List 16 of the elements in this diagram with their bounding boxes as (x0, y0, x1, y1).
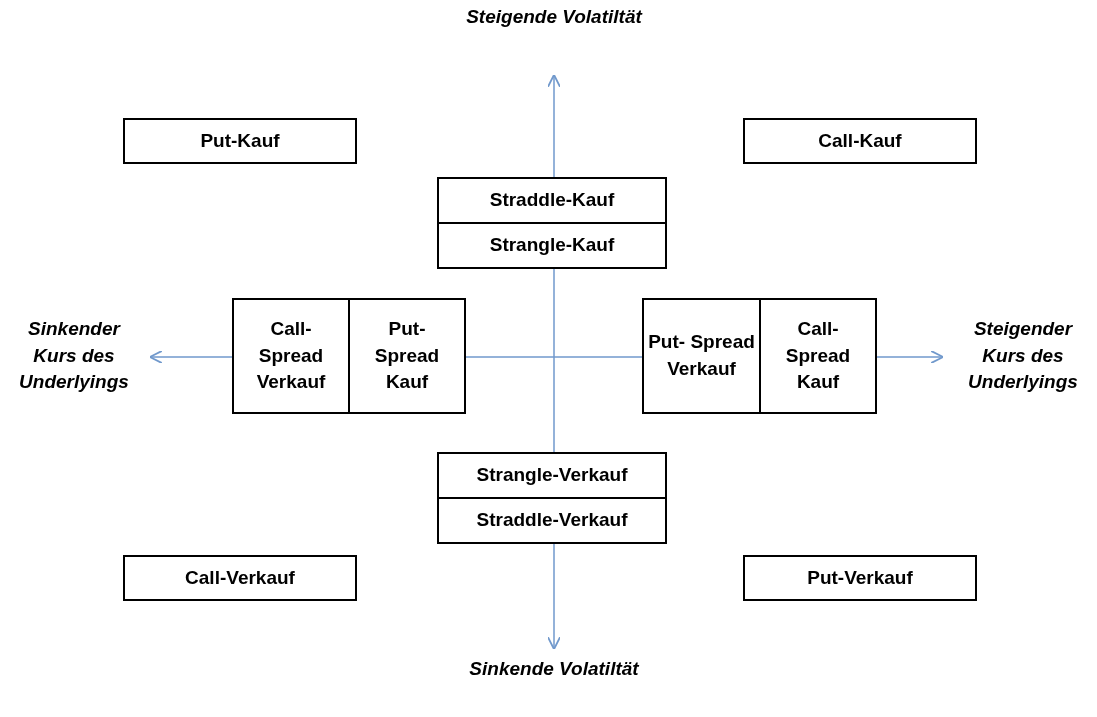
axis-label: Steigender Kurs des Underlyings (967, 317, 1079, 395)
strategy-box: Strangle-Kauf (437, 222, 667, 269)
strategy-box: Straddle-Kauf (437, 177, 667, 224)
strategy-box: Put-Kauf (123, 118, 357, 164)
strategy-box: Call-Kauf (743, 118, 977, 164)
strategy-box: Put- Spread Verkauf (642, 298, 761, 414)
strategy-box: Put- Spread Kauf (348, 298, 466, 414)
strategy-box: Call- Spread Verkauf (232, 298, 350, 414)
axis-label: Steigende Volatiltät (465, 5, 644, 29)
axis-label: Sinkender Kurs des Underlyings (18, 317, 130, 395)
strategy-box: Call-Verkauf (123, 555, 357, 601)
strategy-box: Put-Verkauf (743, 555, 977, 601)
strategy-box: Call- Spread Kauf (759, 298, 877, 414)
axis-label: Sinkende Volatiltät (468, 657, 640, 681)
strategy-box: Strangle-Verkauf (437, 452, 667, 499)
strategy-box: Straddle-Verkauf (437, 497, 667, 544)
